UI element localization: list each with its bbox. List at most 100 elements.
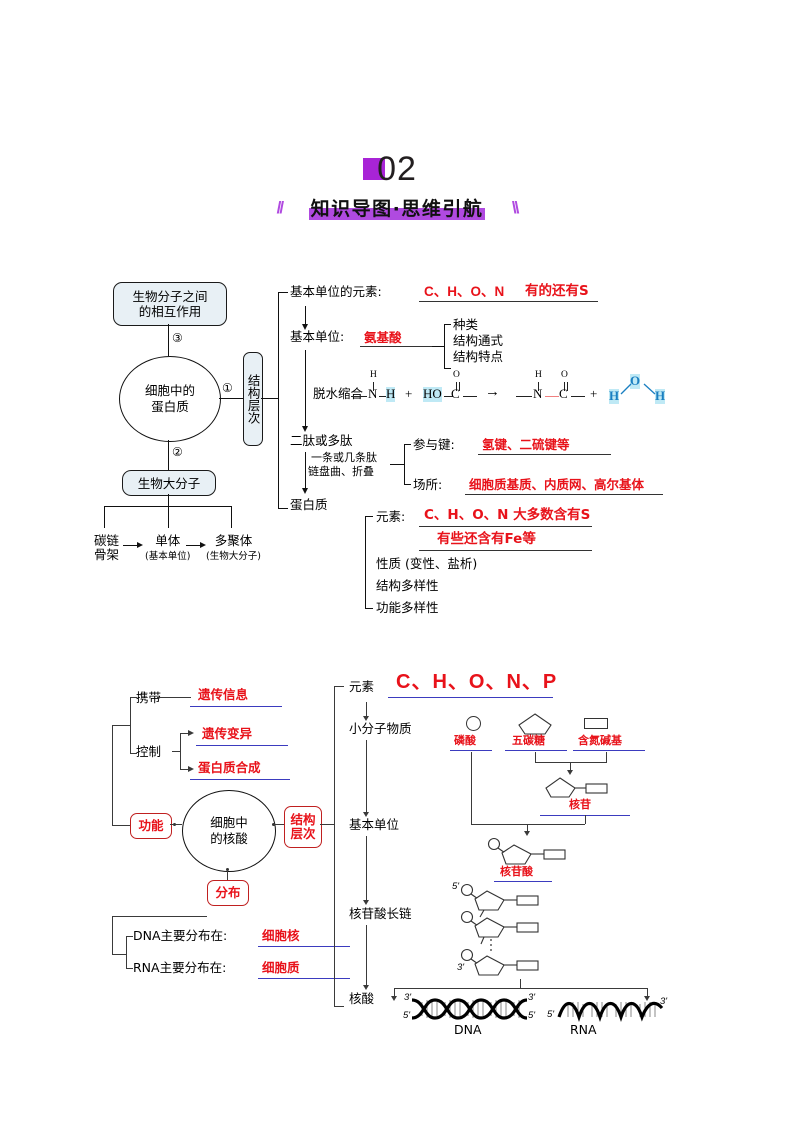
nucleoside-icon [545, 777, 608, 798]
na-brace-spine [334, 686, 336, 1006]
na-arrow1-head [362, 716, 369, 721]
label-dipeptide: 二肽或多肽 [290, 433, 353, 448]
chain-0-line2: 骨架 [94, 547, 120, 563]
label-carry: 携带 [136, 690, 162, 705]
reaction-dehydration: 脱水缩合 H N H + HO O C → H N O [313, 370, 683, 412]
link-bm-stem [168, 494, 170, 506]
rx-left-h-right: H [386, 386, 396, 402]
node-structure-level-2: 结构层次 [284, 806, 322, 848]
rx-water-o: O [630, 373, 641, 389]
chain-item-1: 单体 (基本单位) [145, 533, 190, 563]
title-highlight-bar [308, 208, 486, 220]
rx-o-top: O [453, 370, 460, 380]
label-dna: DNA [454, 1022, 482, 1037]
label-bond: 参与键: [413, 437, 455, 452]
na-arrow2-line [366, 740, 368, 814]
value-na-elements: C、H、O、N、P [396, 671, 558, 693]
underline-genetic-variation [196, 745, 288, 747]
label-rna-distribution: RNA主要分布在: [133, 960, 227, 975]
brace-spine [278, 292, 280, 508]
node-function: 功能 [130, 813, 172, 839]
rx-prod-co-1 [564, 382, 566, 391]
sub-item-0: 种类 [453, 317, 479, 332]
section-number-wrap: 02 [363, 150, 417, 192]
value-elements-extra: 有的还有S [525, 283, 589, 299]
ctrl-stem [172, 751, 181, 753]
value-place: 细胞质基质、内质网、高尔基体 [469, 477, 645, 492]
rx-left-n: N [368, 386, 378, 401]
bond-branch-arm-bottom [404, 484, 411, 486]
dist-arm-top [126, 936, 133, 938]
label-protein: 蛋白质 [290, 497, 328, 512]
value-protein-element: C、H、O、N 大多数含有S [424, 507, 591, 523]
chain-arrow-1-line [123, 545, 138, 547]
protein-branch-spine [365, 516, 367, 608]
node-distribution: 分布 [207, 880, 249, 906]
dna-label-3p-left: 3' [404, 992, 412, 1003]
node-bmi-line2: 的相互作用 [138, 304, 202, 319]
protein-arm-top [365, 516, 373, 518]
dot-structure [272, 823, 275, 826]
rx-prod-co-2 [567, 382, 569, 391]
section-title-wrap: // 知识导图·思维引航 \\ [277, 194, 520, 221]
merge-base-v [606, 752, 608, 762]
arrow2-line [305, 350, 307, 428]
rx-prod-bond-r [571, 396, 585, 398]
label-protein-element: 元素: [376, 509, 406, 524]
subbranch-arm-bottom [444, 368, 451, 370]
decor-square [363, 158, 386, 180]
label-nucleoside: 核苷 [569, 798, 591, 811]
bond-branch-stem [390, 464, 404, 466]
label-place: 场所: [413, 477, 443, 492]
marker-1: ① [222, 381, 233, 395]
value-dna-distribution: 细胞核 [262, 928, 300, 943]
split-left [394, 988, 396, 998]
value-genetic-variation: 遗传变异 [202, 726, 253, 741]
brace-top-arm [278, 292, 288, 294]
label-phosphate: 磷酸 [454, 734, 476, 747]
split-right-arrow [643, 996, 650, 1001]
phos-down [471, 752, 473, 824]
link-bm-mid [168, 506, 170, 528]
split-horizontal [394, 988, 648, 990]
dist-top-line [112, 916, 207, 918]
nucleotide-down [527, 824, 529, 833]
node-biomacromolecule: 生物大分子 [122, 470, 216, 496]
dist-bracket-spine [126, 936, 128, 968]
node-biomolecule-interaction: 生物分子之间 的相互作用 [113, 282, 227, 326]
phosphate-circle-icon [466, 716, 481, 731]
na-arrow1-line [366, 702, 368, 718]
split-stem [520, 979, 522, 988]
pentose-pentagon-icon [518, 713, 552, 735]
nucleotide-chain-icon [460, 883, 539, 954]
chain-arrow-2-head [200, 542, 206, 548]
value-basic-unit-elements: C、H、O、N [424, 284, 505, 299]
rx-prod-bond-l [516, 396, 532, 398]
ctrl-arm-top [180, 733, 191, 735]
sub-item-1: 结构通式 [453, 333, 504, 348]
dot-distribution [226, 868, 229, 871]
protein-prop-1: 结构多样性 [376, 578, 439, 593]
arrow1-line [305, 306, 307, 326]
dna-double-helix-icon [411, 998, 528, 1020]
subbranch-spine [444, 324, 446, 368]
na-arrow3-head [362, 900, 369, 905]
ctrl-arrow-bottom [188, 766, 194, 772]
chain-0-line1: 碳链 [94, 533, 120, 548]
link-bm-left [104, 506, 106, 528]
bond-branch-arm-top [404, 444, 411, 446]
protein-mind-map: 生物分子之间 的相互作用 ③ 细胞中的 蛋白质 ① 结构层次 ② 生物大分子 [94, 282, 683, 615]
rx-arrow: → [485, 384, 500, 400]
arrow1-head [301, 324, 308, 330]
rx-ho: HO [423, 386, 442, 402]
split-left-arrow [390, 996, 397, 1001]
page-title: 知识导图·思维引航 [310, 198, 484, 220]
water-bonds-icon [620, 383, 656, 395]
sub-item-2: 结构特点 [453, 349, 504, 364]
value-bond: 氢键、二硫键等 [482, 437, 570, 452]
rx-co-dbl-2 [459, 382, 461, 391]
protein-prop-2: 功能多样性 [376, 600, 439, 615]
rx-prod-h: H [535, 370, 542, 380]
split-right [647, 988, 649, 998]
